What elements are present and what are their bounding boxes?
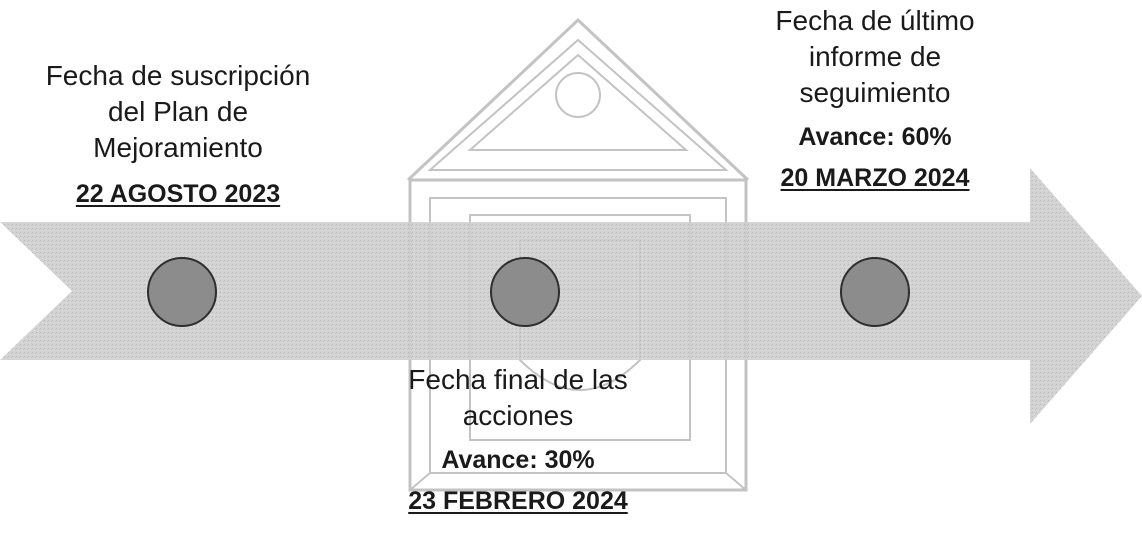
milestone-description: Fecha de último informe de seguimiento <box>775 5 975 108</box>
milestone-label-3: Fecha de último informe de seguimiento A… <box>750 3 1000 193</box>
milestone-label-2: Fecha final de las acciones Avance: 30% … <box>368 362 668 516</box>
milestone-node-1 <box>147 257 217 327</box>
milestone-description: Fecha final de las acciones <box>408 364 628 431</box>
milestone-node-3 <box>840 257 910 327</box>
milestone-date: 22 AGOSTO 2023 <box>75 180 281 208</box>
milestone-date: 23 FEBRERO 2024 <box>408 487 628 515</box>
milestone-advance: Avance: 30% <box>441 446 595 474</box>
milestone-label-1: Fecha de suscripción del Plan de Mejoram… <box>18 58 338 209</box>
milestone-advance: Avance: 60% <box>798 123 952 151</box>
timeline-arrow <box>0 168 1142 424</box>
milestone-description: Fecha de suscripción del Plan de Mejoram… <box>45 60 311 163</box>
milestone-date: 20 MARZO 2024 <box>780 164 970 192</box>
milestone-node-2 <box>490 257 560 327</box>
